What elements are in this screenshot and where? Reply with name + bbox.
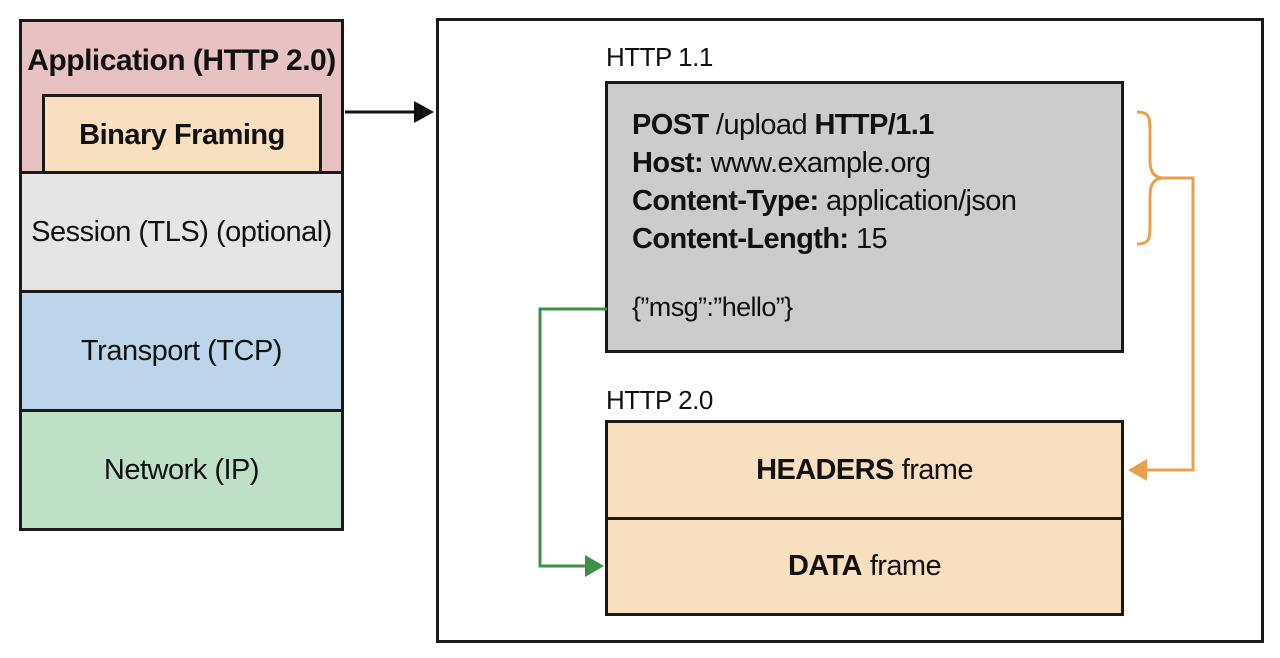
headers-frame: HEADERS frame (605, 420, 1124, 520)
request-line: POST /upload HTTP/1.1 (632, 106, 1121, 144)
connector-arrow-head (414, 101, 434, 123)
data-arrow-line (538, 307, 607, 568)
request-version: HTTP/1.1 (814, 109, 934, 141)
request-body: {”msg”:”hello”} (632, 292, 793, 322)
header-content-type: Content-Type: application/json (632, 182, 1121, 220)
header-host: Host: www.example.org (632, 144, 1121, 182)
header-content-length-key: Content-Length: (632, 223, 849, 255)
headers-arrow-line (1145, 176, 1195, 472)
binary-framing-label: Binary Framing (79, 119, 285, 151)
session-layer-label: Session (TLS) (optional) (31, 215, 332, 248)
header-host-key: Host: (632, 147, 704, 179)
request-path: /upload (716, 109, 808, 141)
header-content-type-key: Content-Type: (632, 185, 819, 217)
http2-label: HTTP 2.0 (606, 385, 713, 415)
data-arrow-head (585, 555, 604, 577)
headers-frame-word: frame (901, 453, 974, 486)
data-frame: DATA frame (605, 517, 1124, 616)
header-host-value: www.example.org (710, 147, 931, 179)
headers-arrow-head (1128, 459, 1147, 481)
request-method: POST (632, 109, 709, 141)
data-frame-word: frame (869, 550, 942, 582)
http11-request-box: POST /upload HTTP/1.1 Host: www.example.… (605, 81, 1124, 353)
application-layer-label: Application (HTTP 2.0) (27, 44, 336, 77)
data-frame-type: DATA (788, 550, 862, 582)
headers-frame-type: HEADERS (756, 453, 894, 486)
transport-layer-label: Transport (TCP) (81, 334, 282, 367)
header-content-length: Content-Length: 15 (632, 220, 1121, 258)
transport-layer: Transport (TCP) (19, 290, 344, 412)
header-content-type-value: application/json (826, 185, 1017, 217)
headers-brace (1136, 110, 1163, 246)
header-content-length-value: 15 (855, 223, 888, 255)
binary-framing-layer: Binary Framing (42, 94, 322, 174)
framing-detail-panel (436, 18, 1264, 643)
http11-label: HTTP 1.1 (606, 42, 713, 72)
network-layer: Network (IP) (19, 409, 344, 531)
network-layer-label: Network (IP) (103, 453, 260, 486)
